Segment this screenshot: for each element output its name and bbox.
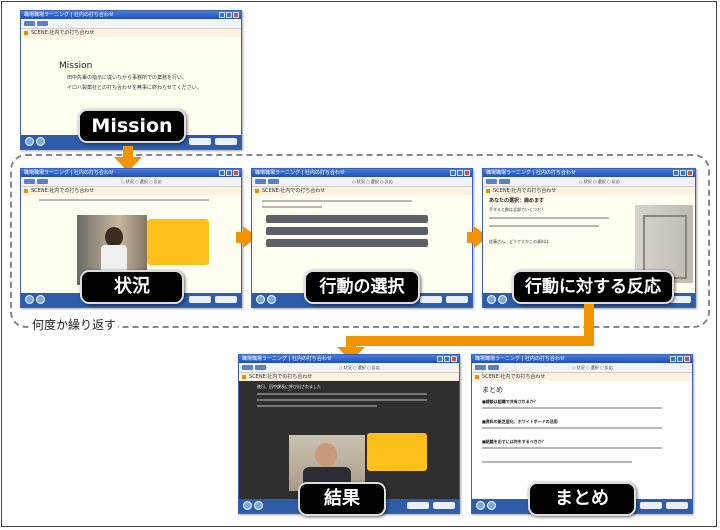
repeat-loop-border xyxy=(10,154,710,328)
mission-label: Mission xyxy=(78,109,186,143)
connector-horizontal xyxy=(346,336,594,346)
arrow-down-mission xyxy=(123,146,133,158)
reaction-heading: あなたの選択：諦めます xyxy=(489,198,545,204)
window-titlebar: 職場職場ラーニング | 社内の打ち合わせ xyxy=(21,11,241,19)
connector-down xyxy=(346,336,356,348)
connector-vertical xyxy=(584,304,594,346)
choice-option-1[interactable] xyxy=(266,215,428,223)
choice-option-2[interactable] xyxy=(266,227,428,235)
result-label: 結果 xyxy=(298,482,386,516)
mission-heading: Mission xyxy=(59,61,93,71)
mission-line-1: 田中先輩の指示に従いながら事務所での業務を行い、 xyxy=(67,75,188,81)
arrow-right-1-body xyxy=(236,232,244,243)
result-bubble xyxy=(367,433,427,471)
choice-label: 行動の選択 xyxy=(304,270,420,304)
speech-bubble xyxy=(147,219,209,265)
repeat-label: 何度か繰り返す xyxy=(30,316,119,333)
summary-item-1: ■雑談は組織で共有されるか？ xyxy=(482,399,538,404)
choice-option-3[interactable] xyxy=(266,239,428,247)
situation-label: 状況 xyxy=(80,270,184,304)
reaction-label: 行動に対する反応 xyxy=(512,270,674,304)
summary-item-3: ■結論を出すには何をするべきか？ xyxy=(482,439,546,444)
reaction-line-1: 手すると数は全部でいくつだ？ xyxy=(489,207,545,212)
result-line-1: 後日、田中課長に呼び出されました xyxy=(257,384,321,389)
summary-label: まとめ xyxy=(528,482,636,516)
result-screenshot: 職場職場ラーニング | 社内の打ち合わせ ○ 状況 ○ 選択 ○ 反応 SCEN… xyxy=(238,354,460,514)
choice-screenshot: 職場職場ラーニング | 社内の打ち合わせ ○ 状況 ○ 選択 ○ 反応 SCEN… xyxy=(251,168,473,308)
summary-item-2: ■資料の紙芝居化、ホワイトボードの活用 xyxy=(482,419,558,424)
summary-heading: まとめ xyxy=(482,386,503,394)
arrow-right-2-body xyxy=(467,232,475,243)
reaction-line-2: 佐藤さん、どうですかこの資料は xyxy=(489,239,549,244)
mission-line-2: イロハ製薬社との打ち合わせを無事に終わらせてください。 xyxy=(67,85,202,91)
